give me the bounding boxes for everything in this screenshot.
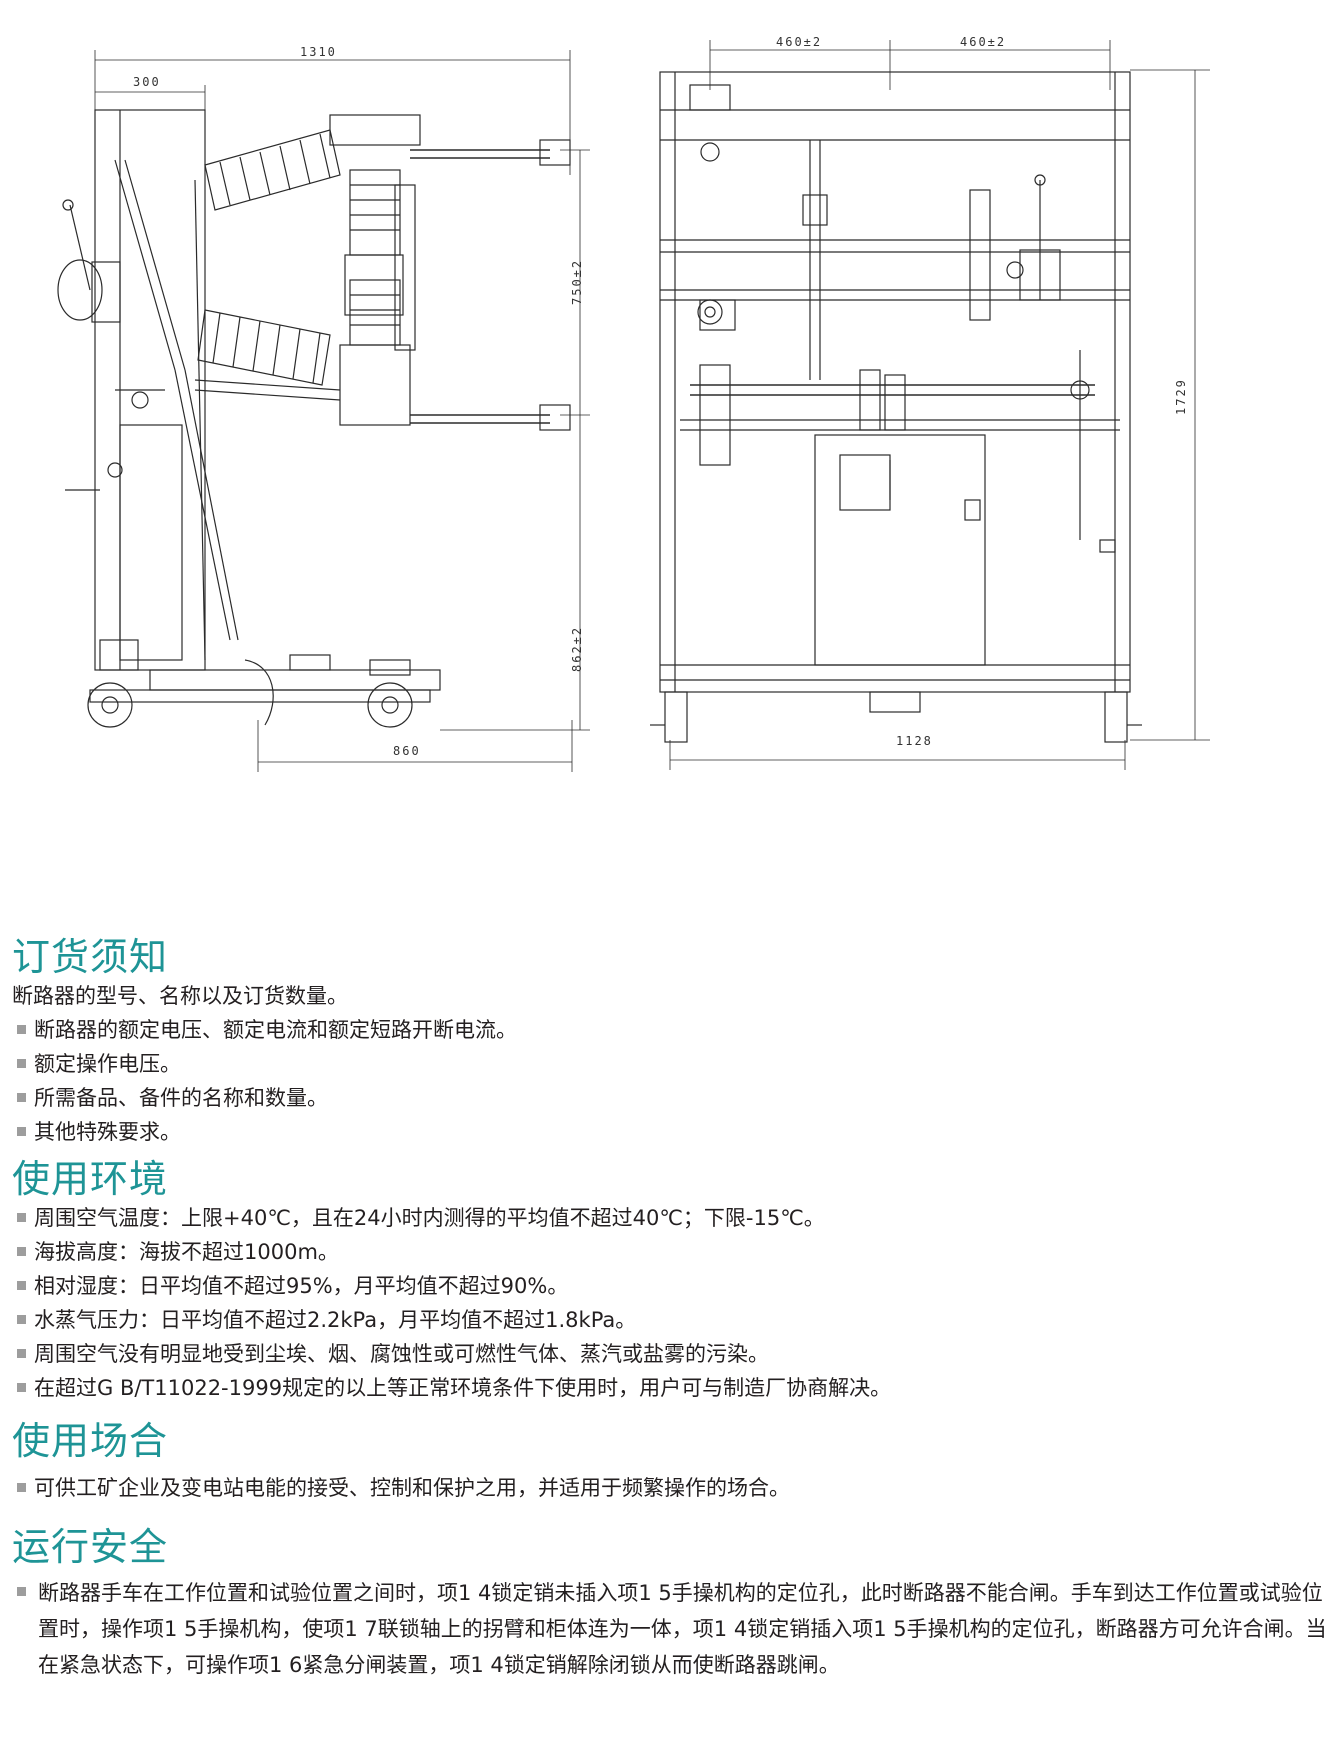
square-bullet-icon (17, 1281, 26, 1290)
list-item: 相对湿度：日平均值不超过95%，月平均值不超过90%。 (12, 1269, 1337, 1303)
dim-total-width: 1310 (300, 45, 337, 59)
section-ordering: 订货须知 断路器的型号、名称以及订货数量。 断路器的额定电压、额定电流和额定短路… (12, 935, 1337, 1149)
section-title: 订货须知 (12, 935, 169, 979)
list-item: 周围空气没有明显地受到尘埃、烟、腐蚀性或可燃性气体、蒸汽或盐雾的污染。 (12, 1337, 1337, 1371)
square-bullet-icon (17, 1127, 26, 1136)
dim-bottom: 860 (393, 744, 421, 758)
list-item: 其他特殊要求。 (12, 1115, 1337, 1149)
list-item-text: 周围空气没有明显地受到尘埃、烟、腐蚀性或可燃性气体、蒸汽或盐雾的污染。 (34, 1342, 769, 1366)
square-bullet-icon (17, 1383, 26, 1392)
square-bullet-icon (17, 1213, 26, 1222)
section-title: 运行安全 (12, 1525, 169, 1569)
section-list: 断路器的型号、名称以及订货数量。 断路器的额定电压、额定电流和额定短路开断电流。… (12, 979, 1337, 1149)
list-item: 断路器的额定电压、额定电流和额定短路开断电流。 (12, 1013, 1337, 1047)
list-item-text: 断路器的额定电压、额定电流和额定短路开断电流。 (34, 1018, 517, 1042)
upper-insulator (204, 129, 341, 211)
square-bullet-icon (17, 1093, 26, 1102)
list-item-text: 断路器手车在工作位置和试验位置之间时，项1 4锁定销未插入项1 5手操机构的定位… (38, 1581, 1327, 1677)
section-application: 使用场合 可供工矿企业及变电站电能的接受、控制和保护之用，并适用于频繁操作的场合… (12, 1419, 1337, 1505)
list-item-text: 周围空气温度：上限+40℃，且在24小时内测得的平均值不超过40℃；下限-15℃… (34, 1206, 825, 1230)
list-item: 断路器手车在工作位置和试验位置之间时，项1 4锁定销未插入项1 5手操机构的定位… (12, 1575, 1337, 1683)
list-item: 在超过G B/T11022-1999规定的以上等正常环境条件下使用时，用户可与制… (12, 1371, 1337, 1405)
section-title: 使用环境 (12, 1157, 169, 1201)
square-bullet-icon (17, 1247, 26, 1256)
dim-height-lower: 862±2 (570, 626, 584, 672)
dim-width: 1128 (896, 734, 933, 748)
list-item-text: 所需备品、备件的名称和数量。 (34, 1086, 328, 1110)
dim-right-pitch: 460±2 (960, 35, 1006, 49)
section-list: 周围空气温度：上限+40℃，且在24小时内测得的平均值不超过40℃；下限-15℃… (12, 1201, 1337, 1405)
side-view (57, 50, 590, 772)
list-item-text: 水蒸气压力：日平均值不超过2.2kPa，月平均值不超过1.8kPa。 (34, 1308, 637, 1332)
square-bullet-icon (17, 1587, 26, 1596)
list-item: 海拔高度：海拔不超过1000m。 (12, 1235, 1337, 1269)
square-bullet-icon (17, 1025, 26, 1034)
lower-insulator (197, 309, 331, 386)
list-item: 水蒸气压力：日平均值不超过2.2kPa，月平均值不超过1.8kPa。 (12, 1303, 1337, 1337)
list-item-text: 相对湿度：日平均值不超过95%，月平均值不超过90%。 (34, 1274, 569, 1298)
drawing-svg: 1310 300 750±2 862±2 860 460±2 460±2 172… (57, 35, 1210, 772)
list-item-text: 其他特殊要求。 (34, 1120, 181, 1144)
square-bullet-icon (17, 1059, 26, 1068)
list-item: 可供工矿企业及变电站电能的接受、控制和保护之用，并适用于频繁操作的场合。 (12, 1471, 1337, 1505)
dim-top: 300 (133, 75, 161, 89)
list-item: 断路器的型号、名称以及订货数量。 (12, 979, 1337, 1013)
dim-left-pitch: 460±2 (776, 35, 822, 49)
list-item: 额定操作电压。 (12, 1047, 1337, 1081)
content-area: 订货须知 断路器的型号、名称以及订货数量。 断路器的额定电压、额定电流和额定短路… (12, 935, 1337, 1683)
list-item-text: 海拔高度：海拔不超过1000m。 (34, 1240, 339, 1264)
dim-height: 1729 (1174, 378, 1188, 415)
square-bullet-icon (17, 1315, 26, 1324)
list-item-text: 在超过G B/T11022-1999规定的以上等正常环境条件下使用时，用户可与制… (34, 1376, 892, 1400)
front-view (650, 40, 1210, 770)
section-title: 使用场合 (12, 1419, 169, 1463)
square-bullet-icon (17, 1349, 26, 1358)
dim-height-upper: 750±2 (570, 259, 584, 305)
list-item: 周围空气温度：上限+40℃，且在24小时内测得的平均值不超过40℃；下限-15℃… (12, 1201, 1337, 1235)
list-item-text: 可供工矿企业及变电站电能的接受、控制和保护之用，并适用于频繁操作的场合。 (34, 1476, 790, 1500)
section-environment: 使用环境 周围空气温度：上限+40℃，且在24小时内测得的平均值不超过40℃；下… (12, 1157, 1337, 1405)
section-list: 断路器手车在工作位置和试验位置之间时，项1 4锁定销未插入项1 5手操机构的定位… (12, 1575, 1337, 1683)
technical-drawing: 1310 300 750±2 862±2 860 460±2 460±2 172… (0, 0, 1344, 800)
section-safety: 运行安全 断路器手车在工作位置和试验位置之间时，项1 4锁定销未插入项1 5手操… (12, 1525, 1337, 1683)
section-list: 可供工矿企业及变电站电能的接受、控制和保护之用，并适用于频繁操作的场合。 (12, 1471, 1337, 1505)
list-item-text: 额定操作电压。 (34, 1052, 181, 1076)
list-item-text: 断路器的型号、名称以及订货数量。 (12, 984, 348, 1008)
square-bullet-icon (17, 1483, 26, 1492)
list-item: 所需备品、备件的名称和数量。 (12, 1081, 1337, 1115)
